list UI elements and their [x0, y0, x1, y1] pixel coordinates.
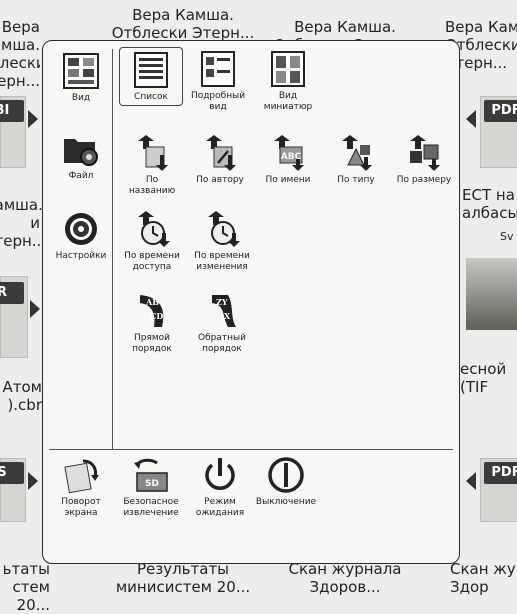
abcd-ascending-icon: AB CD: [140, 295, 164, 327]
file-title[interactable]: Вера Камша. Отблески Этерн...: [445, 18, 517, 72]
sort-label: Прямой порядок: [132, 333, 172, 354]
sort-by-name[interactable]: По названию: [119, 133, 185, 197]
file-title[interactable]: ЕСТ на албасы: [462, 186, 517, 222]
file-title[interactable]: Вера Камша. Отблески Этерн...: [111, 6, 255, 42]
sort-label: По времени изменения: [194, 251, 250, 272]
sort-shapes-icon: [342, 135, 372, 171]
menu-tab-view[interactable]: Вид: [51, 51, 111, 104]
svg-text:SD: SD: [145, 479, 159, 489]
detailed-view-icon: [201, 51, 235, 87]
sort-by-size[interactable]: По размеру: [391, 133, 457, 186]
gear-icon: [65, 213, 97, 245]
sort-document-icon: [138, 135, 168, 171]
sort-label: По типу: [337, 175, 375, 185]
sort-by-access-time[interactable]: По времени доступа: [117, 209, 187, 273]
svg-text:AB: AB: [145, 297, 159, 307]
sort-clock-icon: [138, 211, 170, 247]
rotate-icon: [64, 459, 99, 494]
file-type-badge: PDF: [484, 100, 517, 122]
sort-label: Обратный порядок: [198, 333, 246, 354]
file-title[interactable]: Результаты минисистем 20...: [115, 560, 251, 596]
arrow-icon: [466, 110, 476, 128]
zyx-descending-icon: ZY X: [212, 295, 236, 327]
folder-gear-icon: [64, 139, 98, 166]
file-thumbnail-photo[interactable]: [466, 258, 517, 330]
file-title[interactable]: Скан жу Здор: [450, 560, 516, 596]
shutdown-button[interactable]: Выключение: [253, 455, 319, 508]
view-grid-icon: [63, 53, 99, 89]
sort-by-type[interactable]: По типу: [323, 133, 389, 186]
menu-tab-settings[interactable]: Настройки: [47, 209, 115, 262]
svg-text:ZY: ZY: [216, 297, 228, 307]
file-type-badge: PDF: [484, 462, 517, 484]
sort-order-descending[interactable]: ZY X Обратный порядок: [187, 291, 257, 355]
context-menu: Вид Файл Настройки Список: [42, 40, 460, 564]
arrow-icon: [28, 110, 38, 128]
menu-tab-label: Файл: [68, 171, 94, 181]
file-title[interactable]: Скан журнала Здоров...: [288, 560, 402, 596]
file-title[interactable]: ьтаты стем 20...: [2, 560, 50, 614]
view-mode-list[interactable]: Список: [119, 47, 183, 106]
menu-tab-label: Вид: [71, 93, 91, 103]
bottom-label: Режим ожидания: [195, 497, 245, 518]
bottom-label: Поворот экрана: [61, 497, 101, 518]
sort-order-ascending[interactable]: AB CD Прямой порядок: [119, 291, 185, 355]
sort-label: По имени: [265, 175, 311, 185]
file-title[interactable]: Атом ).cbr: [2, 378, 43, 414]
view-mode-label: Вид миниатюр: [263, 91, 313, 112]
file-type-badge: S: [0, 462, 24, 484]
sort-label: По названию: [128, 175, 176, 196]
shutdown-icon: [268, 457, 304, 493]
sd-card-eject-icon: SD: [134, 458, 168, 492]
file-type-badge: R: [0, 282, 24, 304]
list-view-icon: [134, 52, 168, 88]
sort-label: По автору: [196, 175, 244, 185]
vertical-divider: [112, 49, 113, 449]
rotate-screen-button[interactable]: Поворот экрана: [49, 455, 113, 519]
sort-label: По времени доступа: [124, 251, 180, 272]
arrow-icon: [28, 472, 38, 490]
svg-text:X: X: [224, 311, 231, 321]
safe-eject-button[interactable]: SD Безопасное извлечение: [115, 455, 187, 519]
svg-text:ABC: ABC: [281, 152, 302, 162]
bottom-label: Безопасное извлечение: [123, 497, 179, 518]
view-mode-label: Подробный вид: [190, 91, 246, 112]
file-title[interactable]: есной (TIF: [460, 360, 507, 396]
arrow-icon: [30, 300, 40, 318]
bottom-label: Выключение: [255, 497, 317, 507]
svg-text:CD: CD: [150, 311, 163, 321]
file-title[interactable]: Вера Камша. Отблески Этерн...: [0, 18, 40, 90]
view-mode-detailed[interactable]: Подробный вид: [185, 49, 251, 113]
sort-cubes-icon: [410, 135, 440, 171]
standby-button[interactable]: Режим ожидания: [187, 455, 253, 519]
sort-by-filename[interactable]: ABC По имени: [255, 133, 321, 186]
menu-tab-label: Настройки: [55, 251, 107, 261]
view-mode-thumbnail[interactable]: Вид миниатюр: [255, 49, 321, 113]
file-title[interactable]: Камша. и Этерн...: [0, 196, 47, 250]
sort-label: По размеру: [396, 175, 452, 185]
horizontal-divider: [49, 449, 453, 450]
view-mode-label: Список: [134, 92, 168, 102]
file-type-badge: BI: [0, 100, 24, 122]
sort-author-icon: [206, 135, 236, 171]
file-caption: Sv: [500, 230, 514, 243]
menu-tab-file[interactable]: Файл: [51, 129, 111, 182]
sort-by-author[interactable]: По автору: [187, 133, 253, 186]
sort-by-modified-time[interactable]: По времени изменения: [187, 209, 257, 273]
sort-abc-icon: ABC: [274, 135, 304, 171]
sort-clock-icon: [208, 211, 240, 247]
thumbnail-view-icon: [271, 51, 305, 87]
power-icon: [205, 458, 235, 490]
arrow-icon: [466, 472, 476, 490]
